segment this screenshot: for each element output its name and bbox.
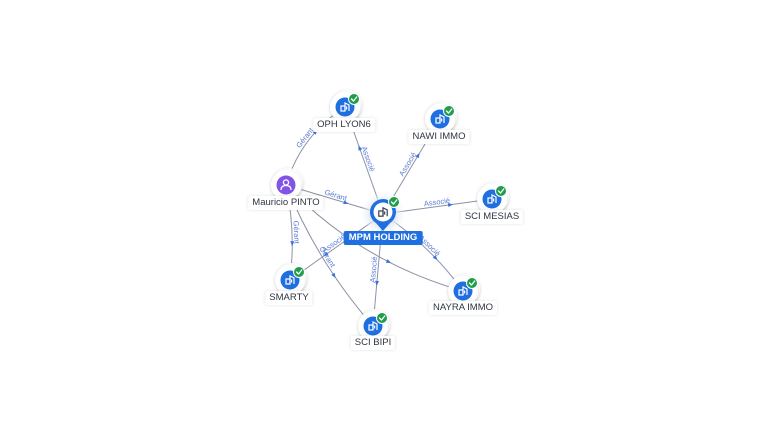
check-icon	[376, 312, 388, 324]
building-icon	[435, 114, 445, 124]
check-icon	[495, 185, 507, 197]
edge-arrow	[358, 145, 363, 151]
node-label-nayra-immo[interactable]: NAYRA IMMO	[429, 301, 497, 315]
edge-arrow	[447, 203, 454, 208]
node-mpm-holding[interactable]	[361, 192, 405, 236]
person-icon	[280, 179, 292, 191]
edge-label: Associé	[423, 196, 450, 208]
building-icon	[458, 286, 468, 296]
node-label-mpm-holding[interactable]: MPM HOLDING	[343, 231, 423, 245]
edge-arrow	[343, 200, 349, 205]
building-icon	[340, 102, 350, 112]
node-label-sci-mesias[interactable]: SCI MESIAS	[460, 210, 524, 224]
edge-arrow	[385, 259, 392, 264]
node-label-oph-lyon6[interactable]: OPH LYON6	[313, 118, 375, 132]
building-icon	[285, 275, 295, 285]
node-label-smarty[interactable]: SMARTY	[265, 291, 313, 305]
edge-label: Gérant	[292, 221, 302, 245]
node-oph-lyon6[interactable]	[330, 90, 362, 122]
building-icon	[378, 206, 388, 217]
check-icon	[443, 105, 455, 117]
node-mauricio-pinto[interactable]	[271, 168, 303, 200]
node-smarty[interactable]	[275, 263, 307, 295]
node-sci-bipi[interactable]	[358, 309, 390, 341]
nodes-layer	[271, 90, 509, 341]
edge-arrow	[290, 241, 295, 247]
check-icon	[348, 93, 360, 105]
edge-label: Associé	[360, 145, 377, 173]
check-icon	[466, 277, 478, 289]
check-icon	[388, 196, 400, 208]
edge-arrow	[323, 251, 329, 257]
edge-arrow	[415, 152, 420, 159]
node-nawi-immo[interactable]	[425, 102, 457, 134]
node-label-sci-bipi[interactable]: SCI BIPI	[350, 336, 396, 350]
node-nayra-immo[interactable]	[448, 274, 480, 306]
edge-arrow	[432, 255, 438, 261]
edge-label: Associé	[368, 256, 379, 283]
edge-arrow	[331, 272, 336, 278]
edge-label: Gérant	[324, 188, 349, 203]
node-label-mauricio-pinto[interactable]: Mauricio PINTO	[248, 196, 324, 210]
check-icon	[293, 266, 305, 278]
node-sci-mesias[interactable]	[477, 182, 509, 214]
building-icon	[487, 194, 497, 204]
node-label-nawi-immo[interactable]: NAWI IMMO	[408, 130, 470, 144]
edge-arrow	[375, 280, 380, 286]
building-icon	[368, 321, 378, 331]
